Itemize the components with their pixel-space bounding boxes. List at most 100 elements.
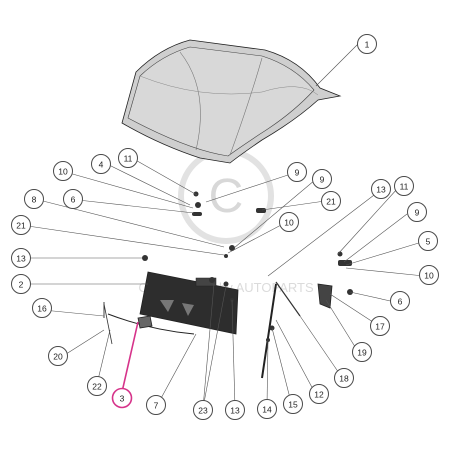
callout-12[interactable]: 12 xyxy=(309,384,329,404)
grille-bracket[interactable] xyxy=(137,315,153,329)
callout-11[interactable]: 11 xyxy=(394,176,414,196)
callout-9[interactable]: 9 xyxy=(407,202,427,222)
callout-1[interactable]: 1 xyxy=(357,34,377,54)
callout-5[interactable]: 5 xyxy=(418,231,438,251)
callout-number: 9 xyxy=(320,175,325,185)
callout-4[interactable]: 4 xyxy=(91,154,111,174)
callout-circle xyxy=(371,179,391,199)
callout-circle xyxy=(118,148,138,168)
callout-circle xyxy=(407,202,427,222)
callout-circle xyxy=(390,291,410,311)
callout-circle xyxy=(394,176,414,196)
seal-strip[interactable] xyxy=(103,302,195,345)
callout-13[interactable]: 13 xyxy=(11,248,31,268)
callout-13[interactable]: 13 xyxy=(371,179,391,199)
callout-circle xyxy=(11,215,31,235)
callout-number: 7 xyxy=(154,401,159,411)
callout-16[interactable]: 16 xyxy=(32,298,52,318)
callout-9[interactable]: 9 xyxy=(312,169,332,189)
callout-number: 1 xyxy=(365,40,370,50)
callout-6[interactable]: 6 xyxy=(390,291,410,311)
callout-3[interactable]: 3 xyxy=(111,387,133,409)
callout-number: 6 xyxy=(71,195,76,205)
callout-circle xyxy=(357,34,377,54)
svg-text:C: C xyxy=(209,170,244,223)
hood-gas-strut[interactable] xyxy=(261,281,301,379)
callout-number: 11 xyxy=(124,154,133,164)
callout-14[interactable]: 14 xyxy=(257,399,277,419)
leader-lines xyxy=(20,43,425,409)
callout-21[interactable]: 21 xyxy=(11,215,31,235)
callout-circle xyxy=(111,387,133,409)
callout-number: 6 xyxy=(398,297,403,307)
callout-circle xyxy=(418,231,438,251)
callout-circle xyxy=(287,162,307,182)
callout-number: 2 xyxy=(19,280,24,290)
callout-circle xyxy=(321,191,341,211)
hood-panel[interactable] xyxy=(121,39,342,164)
callout-number: 5 xyxy=(426,237,431,247)
callout-number: 17 xyxy=(375,322,385,332)
callout-23[interactable]: 23 xyxy=(193,400,213,420)
callout-circle xyxy=(334,368,354,388)
callout-number: 8 xyxy=(32,195,37,205)
callout-number: 22 xyxy=(92,382,102,392)
callout-circle xyxy=(370,316,390,336)
callout-circle xyxy=(63,189,83,209)
callout-22[interactable]: 22 xyxy=(87,376,107,396)
callout-21[interactable]: 21 xyxy=(321,191,341,211)
callout-number: 10 xyxy=(284,218,294,228)
callout-number: 14 xyxy=(262,405,272,415)
callout-10[interactable]: 10 xyxy=(279,212,299,232)
callout-number: 10 xyxy=(58,167,68,177)
callout-number: 4 xyxy=(99,160,104,170)
callout-10[interactable]: 10 xyxy=(53,161,73,181)
callout-circle xyxy=(91,154,111,174)
callout-number: 13 xyxy=(230,406,240,416)
callout-circle xyxy=(283,394,303,414)
callout-number: 18 xyxy=(339,374,349,384)
callout-number: 20 xyxy=(53,352,63,362)
hood-hinge-bracket[interactable] xyxy=(317,283,333,309)
callout-circle xyxy=(419,265,439,285)
callout-number: 11 xyxy=(400,182,409,192)
callout-8[interactable]: 8 xyxy=(24,189,44,209)
callout-15[interactable]: 15 xyxy=(283,394,303,414)
callout-number: 3 xyxy=(120,394,125,404)
callout-20[interactable]: 20 xyxy=(48,346,68,366)
callout-circle xyxy=(193,400,213,420)
callout-10[interactable]: 10 xyxy=(419,265,439,285)
callout-number: 23 xyxy=(198,406,208,416)
callout-circle xyxy=(87,376,107,396)
callout-circle xyxy=(11,274,31,294)
callout-circle xyxy=(24,189,44,209)
callout-number: 19 xyxy=(357,348,367,358)
callout-11[interactable]: 11 xyxy=(118,148,138,168)
callout-6[interactable]: 6 xyxy=(63,189,83,209)
callout-circle xyxy=(32,298,52,318)
callout-7[interactable]: 7 xyxy=(146,395,166,415)
callout-circle xyxy=(279,212,299,232)
callout-number: 10 xyxy=(424,271,434,281)
callout-circle xyxy=(257,399,277,419)
callout-circle xyxy=(146,395,166,415)
callout-2[interactable]: 2 xyxy=(11,274,31,294)
callout-13[interactable]: 13 xyxy=(225,400,245,420)
callout-number: 12 xyxy=(314,390,324,400)
callout-circle xyxy=(312,169,332,189)
callout-number: 16 xyxy=(37,304,47,314)
callout-18[interactable]: 18 xyxy=(334,368,354,388)
callout-circle xyxy=(309,384,329,404)
callout-number: 15 xyxy=(288,400,298,410)
callout-number: 9 xyxy=(415,208,420,218)
callout-9[interactable]: 9 xyxy=(287,162,307,182)
callout-19[interactable]: 19 xyxy=(352,342,372,362)
callout-number: 21 xyxy=(326,197,336,207)
callout-17[interactable]: 17 xyxy=(370,316,390,336)
callout-circle xyxy=(48,346,68,366)
callout-circle xyxy=(11,248,31,268)
callout-circle xyxy=(225,400,245,420)
callout-circle xyxy=(53,161,73,181)
